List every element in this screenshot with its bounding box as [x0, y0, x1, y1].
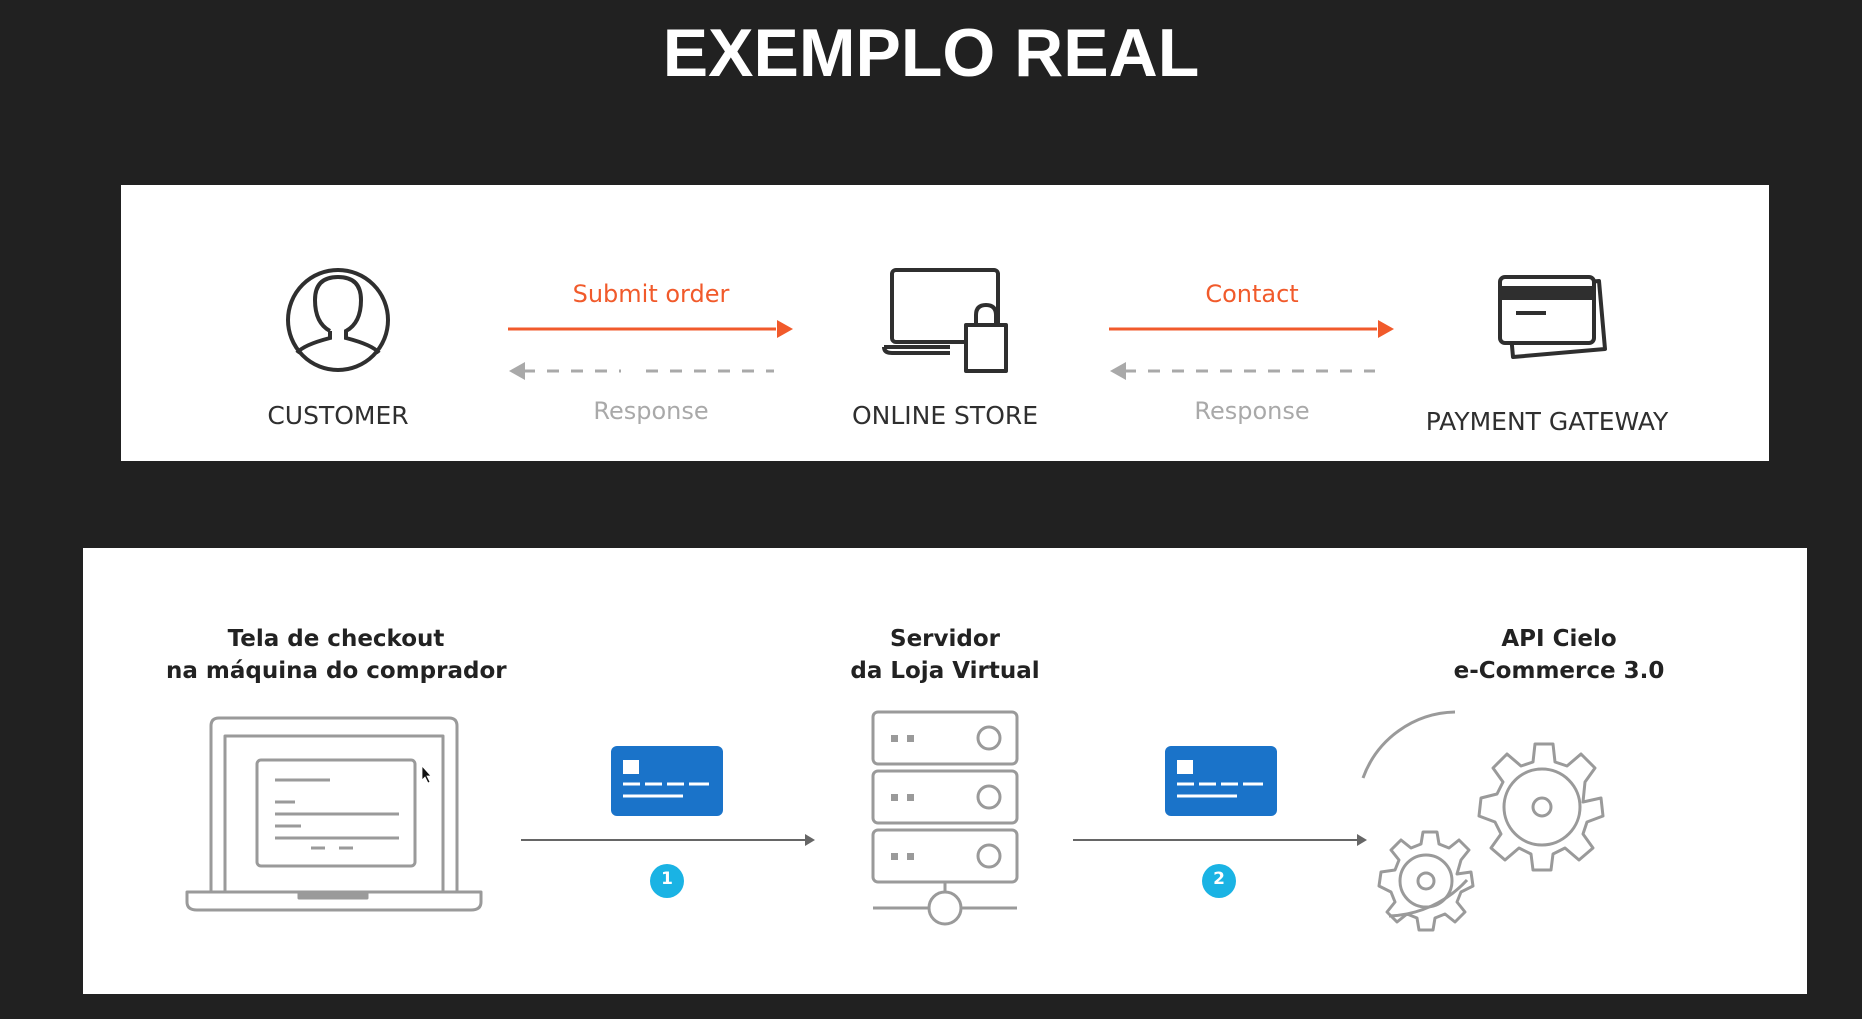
flow-arrow-1 — [521, 834, 815, 846]
response-arrow — [509, 362, 774, 380]
response-arrow — [1110, 362, 1375, 380]
slide-title: EXEMPLO REAL — [662, 15, 1200, 91]
laptop-checkout-icon — [185, 716, 483, 912]
node-label-customer: CUSTOMER — [267, 401, 409, 430]
response-label: Response — [593, 397, 709, 425]
stage-title-line: API Cielo — [1501, 626, 1617, 652]
cielo-flow-diagram: Tela de checkout na máquina do comprador… — [83, 548, 1807, 994]
node-label-online-store: ONLINE STORE — [851, 401, 1039, 430]
step-badge-1 — [650, 864, 684, 898]
stage-title-line: Tela de checkout — [227, 626, 445, 652]
submit-order-arrow — [508, 320, 793, 338]
response-label: Response — [1194, 397, 1310, 425]
credit-cards-icon — [1498, 275, 1607, 359]
stage-title-line: na máquina do comprador — [166, 658, 507, 684]
stage-title-line: Servidor — [890, 626, 1000, 652]
user-icon — [286, 268, 390, 372]
stage-checkout-title: Tela de checkout na máquina do comprador — [166, 623, 507, 687]
stage-api-title: API Cielo e-Commerce 3.0 — [1409, 623, 1709, 687]
submit-order-label: Submit order — [572, 280, 730, 308]
flow-arrow-2 — [1073, 834, 1367, 846]
credit-card-icon — [1165, 746, 1277, 816]
step-number-1: 1 — [661, 869, 673, 889]
gears-icon — [1361, 710, 1605, 932]
laptop-shopping-bag-icon — [882, 268, 1008, 373]
server-icon — [871, 710, 1019, 926]
payment-flow-diagram: CUSTOMER ONLINE STORE PAYMENT GATEWAY Su… — [121, 185, 1769, 461]
contact-arrow — [1109, 320, 1394, 338]
step-badge-2 — [1202, 864, 1236, 898]
credit-card-icon — [611, 746, 723, 816]
mouse-cursor-icon — [421, 764, 432, 784]
stage-server-title: Servidor da Loja Virtual — [795, 623, 1095, 687]
stage-title-line: e-Commerce 3.0 — [1453, 658, 1665, 684]
step-number-2: 2 — [1213, 869, 1225, 889]
node-label-payment-gateway: PAYMENT GATEWAY — [1425, 407, 1669, 436]
contact-label: Contact — [1205, 280, 1299, 308]
stage-title-line: da Loja Virtual — [850, 658, 1040, 684]
